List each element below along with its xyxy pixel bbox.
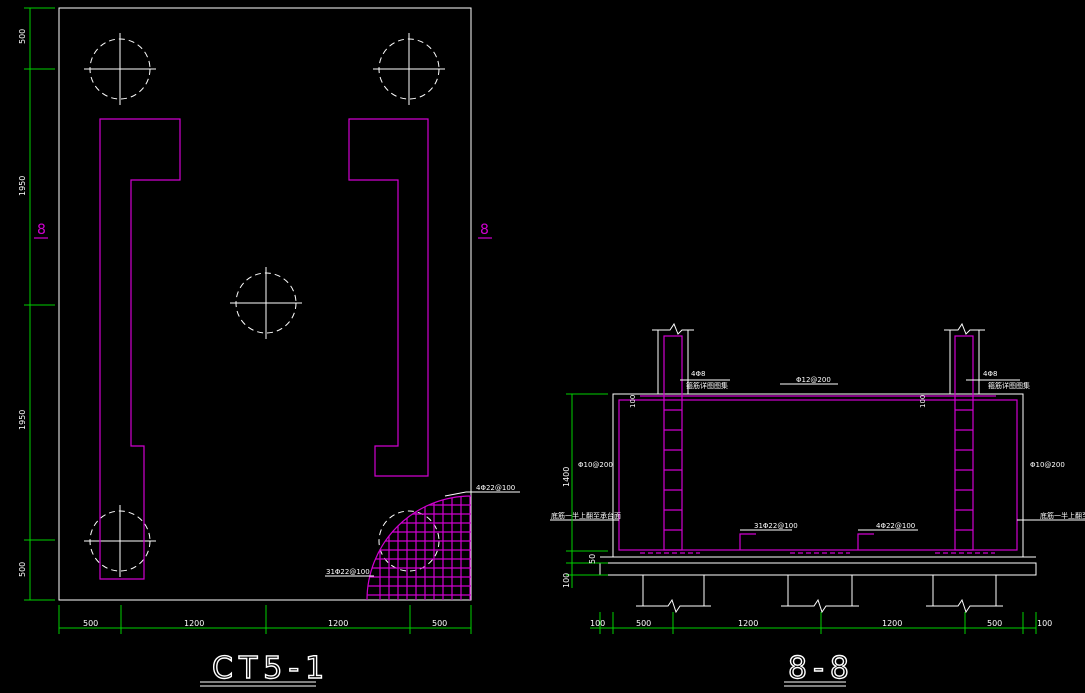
column-right-outline xyxy=(348,118,429,477)
plan-dim-l1: 500 xyxy=(18,29,27,44)
section-label-stirrup-right: 箍筋详图图集 xyxy=(988,381,1030,390)
section-title: 8-8 xyxy=(788,651,855,686)
section-column-right xyxy=(944,322,985,551)
plan-dim-b4: 500 xyxy=(432,619,447,628)
pile-center xyxy=(230,267,302,339)
section-mark-left: 8 xyxy=(37,222,46,238)
plan-dim-bottom xyxy=(58,605,472,634)
plan-view: 4Φ22@100 31Φ22@100 8 8 500 1200 1200 500… xyxy=(18,7,520,687)
column-left-outline xyxy=(99,118,181,580)
section-label-bottom-rebar-left: 底筋一半上翻至承台面 xyxy=(551,511,621,520)
section-dim-left xyxy=(566,393,608,588)
pile-top-left xyxy=(84,33,156,105)
section-label-4phi8-left: 4Φ8 xyxy=(691,370,705,378)
rebar-label-4phi22: 4Φ22@100 xyxy=(476,484,515,492)
plan-dim-l3: 1950 xyxy=(18,410,27,430)
section-dim-bottom xyxy=(590,612,1037,634)
section-column-left xyxy=(652,322,694,551)
section-dim-b6: 100 xyxy=(1037,619,1052,628)
section-label-bottom-rebar-right: 底筋一半上翻至承台面 xyxy=(1040,511,1085,520)
rebar-detail-quadrant xyxy=(366,495,472,601)
pile-top-right xyxy=(373,33,445,105)
section-dim-b2: 500 xyxy=(636,619,651,628)
section-label-31phi22: 31Φ22@100 xyxy=(754,522,798,530)
plan-dim-b2: 1200 xyxy=(184,619,204,628)
section-label-stirrup-left: 箍筋详图图集 xyxy=(686,381,728,390)
plan-dim-left xyxy=(24,7,55,601)
section-label-4phi8-right: 4Φ8 xyxy=(983,370,997,378)
section-dim-b4: 1200 xyxy=(882,619,902,628)
section-dim-100-left: 100 xyxy=(629,395,637,408)
section-cap-rebar xyxy=(618,395,1018,551)
section-piles xyxy=(636,575,1003,614)
section-label-phi10-right: Φ10@200 xyxy=(1030,461,1065,469)
section-dim-50: 50 xyxy=(588,554,597,564)
pile-bottom-left xyxy=(84,505,156,577)
section-label-phi12: Φ12@200 xyxy=(796,376,831,384)
section-dim-b3: 1200 xyxy=(738,619,758,628)
section-dim-1400: 1400 xyxy=(562,467,571,487)
section-cushion xyxy=(599,562,1037,576)
section-view: 4Φ8 箍筋详图图集 Φ12@200 4Φ8 箍筋详图图集 Φ10@200 Φ1… xyxy=(550,322,1085,687)
section-dim-b1: 100 xyxy=(590,619,605,628)
plan-dim-l2: 1950 xyxy=(18,176,27,196)
pile-cap-outline xyxy=(58,7,472,601)
plan-dim-b3: 1200 xyxy=(328,619,348,628)
section-label-4phi22: 4Φ22@100 xyxy=(876,522,915,530)
section-label-phi10-left: Φ10@200 xyxy=(578,461,613,469)
plan-title: CT5-1 xyxy=(212,651,330,686)
plan-dim-l4: 500 xyxy=(18,562,27,577)
section-cap-outline xyxy=(612,393,1024,558)
section-dim-100: 100 xyxy=(562,573,571,588)
plan-dim-b1: 500 xyxy=(83,619,98,628)
section-dim-b5: 500 xyxy=(987,619,1002,628)
section-mark-right: 8 xyxy=(480,222,489,238)
section-dim-100-right: 100 xyxy=(919,395,927,408)
rebar-label-31phi22: 31Φ22@100 xyxy=(326,568,370,576)
